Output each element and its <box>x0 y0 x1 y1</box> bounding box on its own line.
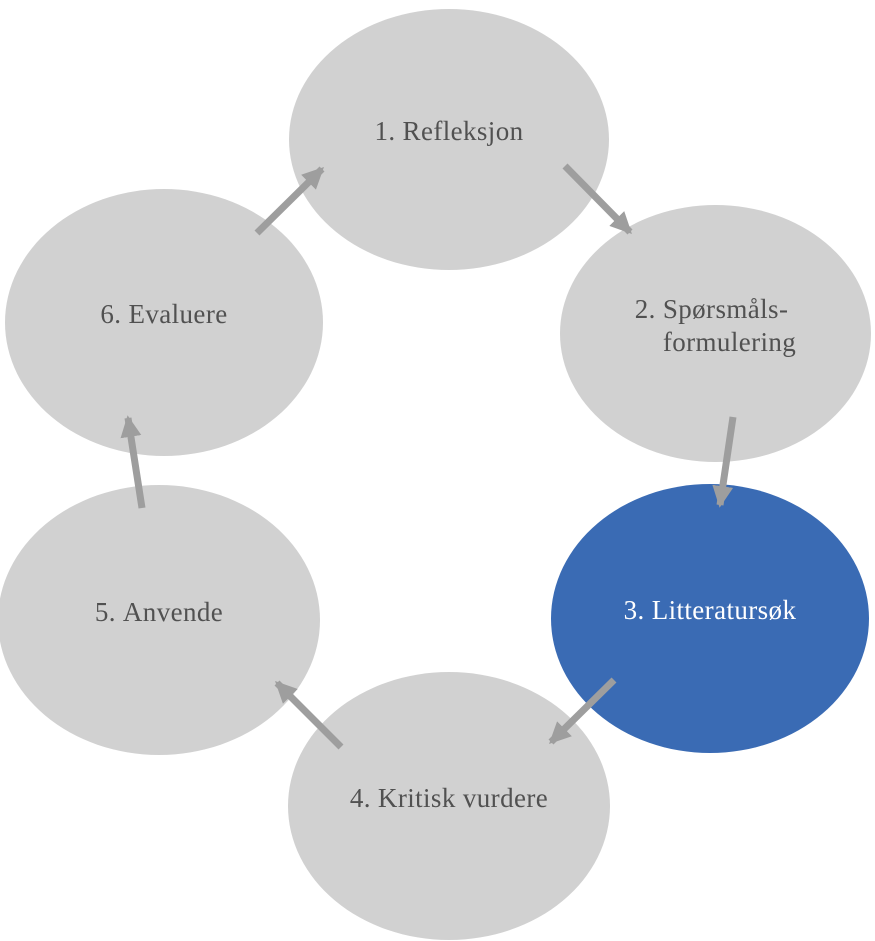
step-ellipse-sporsmalsformulering: 2. Spørsmåls- formulering <box>560 205 871 462</box>
step-ellipse-anvende: 5. Anvende <box>0 485 320 755</box>
step-number: 4. <box>349 782 371 813</box>
step-label: Litteratursøk <box>651 595 797 626</box>
step-label: Kritisk vurdere <box>377 782 549 813</box>
step-label: Refleksjon <box>402 116 524 147</box>
step-label-group: 3. Litteratursøk <box>624 594 797 643</box>
step-number: 5. <box>94 596 116 627</box>
step-label-group: 5. Anvende <box>95 596 223 645</box>
step-number: 1. <box>374 116 396 147</box>
step-ellipse-refleksjon: 1. Refleksjon <box>289 9 609 270</box>
step-label: Evaluere <box>128 299 228 330</box>
step-ellipse-evaluere: 6. Evaluere <box>5 189 323 456</box>
step-ellipse-kritisk-vurdere: 4. Kritisk vurdere <box>288 672 610 940</box>
step-label-group: 2. Spørsmåls- formulering <box>635 293 796 375</box>
step-number: 6. <box>100 299 122 330</box>
step-label: Spørsmåls- formulering <box>662 293 797 357</box>
step-label-group: 6. Evaluere <box>100 298 227 347</box>
step-number: 2. <box>634 293 656 324</box>
step-label-group: 1. Refleksjon <box>374 115 523 164</box>
step-label: Anvende <box>122 596 224 627</box>
step-number: 3. <box>623 595 645 626</box>
step-label-group: 4. Kritisk vurdere <box>350 782 548 831</box>
step-ellipse-litteratursok-active: 3. Litteratursøk <box>551 484 869 753</box>
